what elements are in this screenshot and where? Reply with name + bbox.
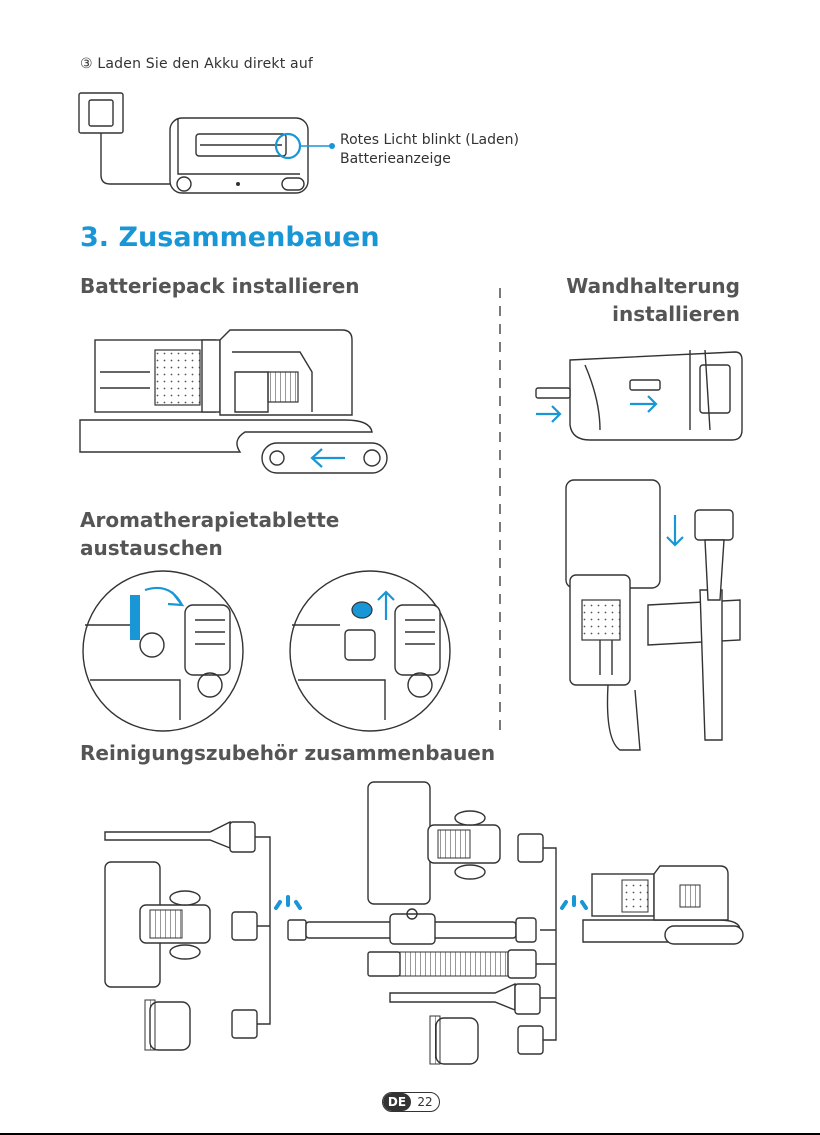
arrow-right-icon (536, 406, 560, 422)
aroma-step1 (83, 571, 243, 731)
page-badge: DE 22 (382, 1092, 440, 1112)
page-number: 22 (411, 1093, 439, 1111)
aroma-step2 (290, 571, 450, 731)
aroma-tablet (352, 602, 372, 618)
floor-brush-top (368, 782, 430, 904)
brush-tool-mid (436, 1018, 478, 1064)
charging-illustration (79, 93, 335, 193)
crevice-tool (105, 822, 230, 848)
battery-install-illustration (80, 330, 387, 473)
brush-tool-left (150, 1002, 190, 1050)
power-adapter-icon (79, 93, 123, 133)
wall-mount-hang-illustration (566, 480, 740, 750)
crevice-tool-mid (390, 984, 515, 1010)
wall-mount-screw-illustration (536, 350, 742, 440)
language-code: DE (383, 1093, 411, 1111)
flex-hose (368, 952, 400, 976)
accessories-illustration (105, 782, 743, 1064)
click-sparkle-icon (562, 897, 586, 908)
arrow-down-icon (667, 515, 683, 545)
click-sparkle-icon (276, 897, 300, 908)
